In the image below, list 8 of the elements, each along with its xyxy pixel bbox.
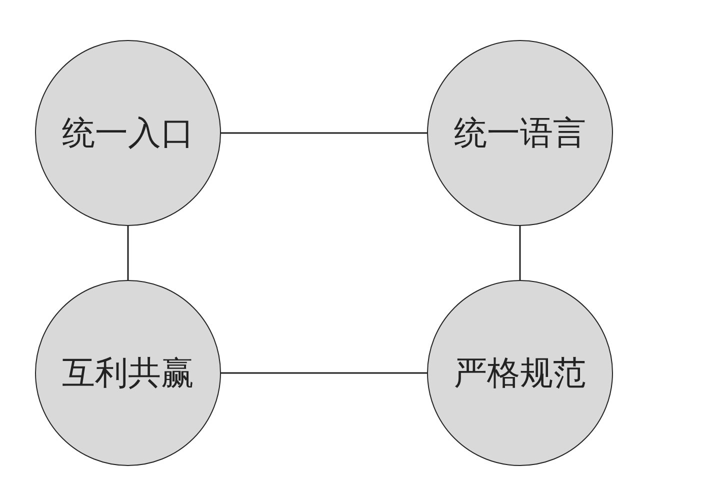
node-label: 互利共赢 — [62, 354, 194, 394]
node-label: 统一入口 — [62, 114, 194, 154]
connector-line — [519, 226, 521, 280]
connector-line — [221, 372, 427, 374]
connector-line — [221, 132, 427, 134]
node-label: 统一语言 — [454, 114, 586, 154]
node-label: 严格规范 — [454, 354, 586, 394]
connector-line — [127, 226, 129, 280]
